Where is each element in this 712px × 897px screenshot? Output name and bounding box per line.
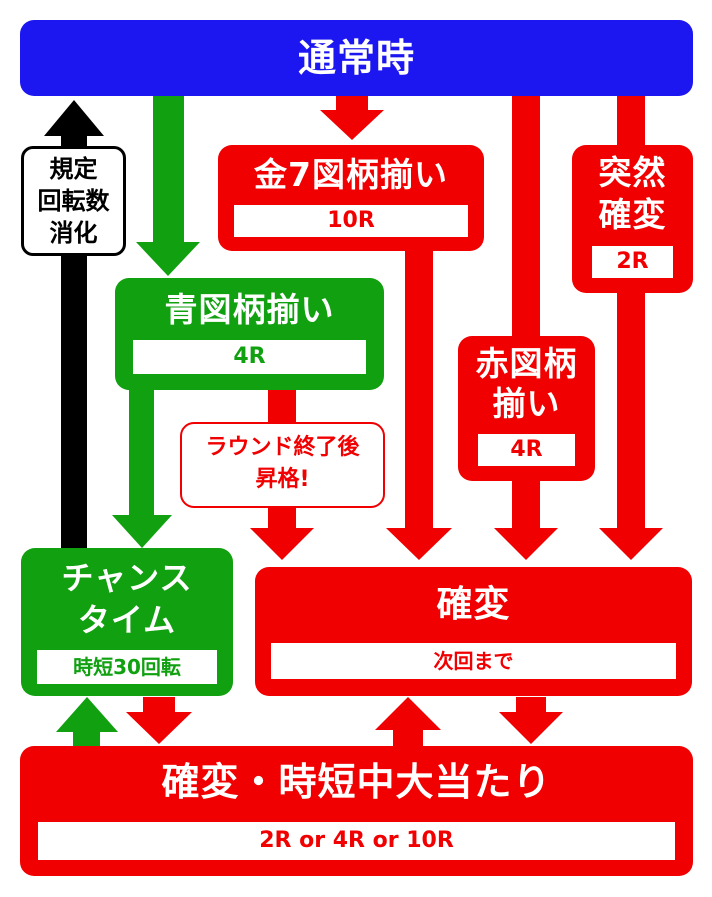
arrow-jackpot-to-chance xyxy=(56,697,118,750)
arrow-normal-to-blue xyxy=(136,95,200,276)
rotation-note-line-1: 規定 xyxy=(49,155,98,183)
normal-state-title: 通常時 xyxy=(297,36,415,80)
gold7-rounds: 10R xyxy=(234,205,468,237)
chance-time-spins: 時短30回転 xyxy=(37,650,217,684)
promotion-note: ラウンド終了後 昇格! xyxy=(180,422,385,508)
red-match-title-2: 揃い xyxy=(492,384,561,423)
sudden-kakuhen-title-1: 突然 xyxy=(598,153,667,192)
jackpot-title: 確変・時短中大当たり xyxy=(161,760,552,804)
jackpot-box: 確変・時短中大当たり 2R or 4R or 10R xyxy=(20,746,693,876)
rotation-note: 規定 回転数 消化 xyxy=(21,146,126,256)
gold7-match-box: 金7図柄揃い 10R xyxy=(218,145,484,251)
chance-time-title-2: タイム xyxy=(77,601,177,639)
jackpot-rounds: 2R or 4R or 10R xyxy=(38,822,675,860)
rotation-note-line-2: 回転数 xyxy=(37,187,110,215)
chance-time-box: チャンス タイム 時短30回転 xyxy=(21,548,233,696)
rotation-note-line-3: 消化 xyxy=(49,219,98,247)
arrow-rotation-to-normal xyxy=(44,100,104,558)
arrow-blue-to-chance xyxy=(112,388,172,548)
arrow-kakuhen-to-jackpot xyxy=(499,697,563,744)
kakuhen-title: 確変 xyxy=(436,584,511,625)
arrow-jackpot-to-kakuhen xyxy=(375,697,441,750)
blue-rounds: 4R xyxy=(133,340,366,374)
blue-match-title: 青図柄揃い xyxy=(164,290,335,329)
arrow-chance-to-jackpot xyxy=(126,697,192,744)
blue-match-box: 青図柄揃い 4R xyxy=(115,278,384,390)
arrow-normal-to-gold7 xyxy=(320,95,384,140)
arrow-normal-to-sudden xyxy=(599,95,663,560)
kakuhen-duration: 次回まで xyxy=(271,643,676,679)
arrow-gold7-to-kakuhen xyxy=(386,250,452,560)
normal-state-box: 通常時 xyxy=(20,20,693,96)
sudden-rounds: 2R xyxy=(592,246,673,278)
promotion-note-line-2: 昇格! xyxy=(255,467,310,492)
red-match-title-1: 赤図柄 xyxy=(475,344,578,383)
chance-time-title-1: チャンス xyxy=(61,559,193,597)
kakuhen-box: 確変 次回まで xyxy=(255,567,692,696)
red-rounds: 4R xyxy=(478,434,575,466)
gold7-match-title: 金7図柄揃い xyxy=(254,155,448,194)
promotion-note-line-1: ラウンド終了後 xyxy=(205,435,360,460)
arrow-normal-to-red xyxy=(494,95,558,560)
sudden-kakuhen-title-2: 確変 xyxy=(598,195,667,234)
sudden-kakuhen-box: 突然 確変 2R xyxy=(572,145,693,293)
red-match-box: 赤図柄 揃い 4R xyxy=(458,336,595,481)
